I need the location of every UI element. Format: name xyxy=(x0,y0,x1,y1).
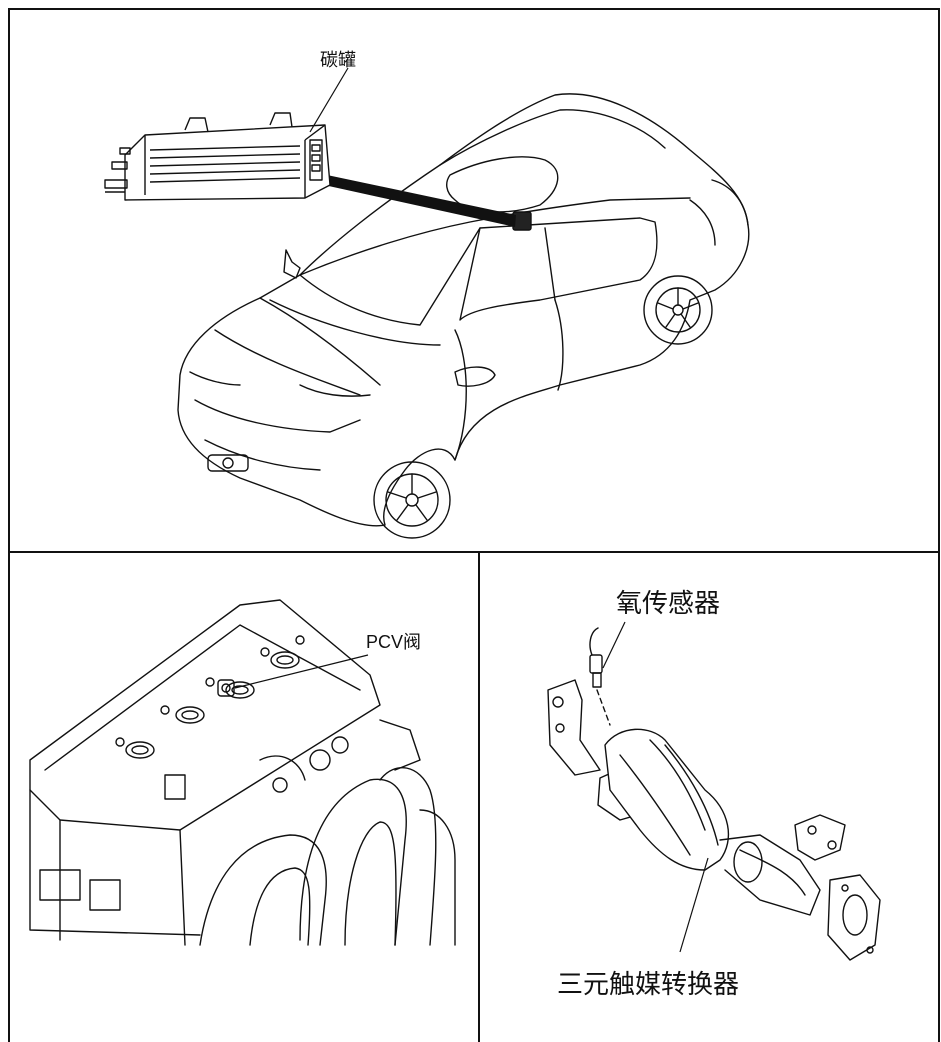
canister-label: 碳罐 xyxy=(320,50,356,71)
engine-illustration xyxy=(29,599,456,946)
oxygen-sensor-leader xyxy=(602,621,626,669)
catalytic-converter-illustration xyxy=(547,627,881,961)
panel-borders xyxy=(8,8,940,1042)
car-illustration xyxy=(177,93,750,539)
location-pointer xyxy=(315,175,516,227)
carbon-canister-illustration xyxy=(104,112,331,201)
pcv-valve-label: PCV阀 xyxy=(366,632,422,652)
pcv-leader xyxy=(234,654,369,689)
canister-leader xyxy=(309,67,349,133)
catalytic-converter-label: 三元触媒转换器 xyxy=(557,970,740,1000)
catalytic-converter-leader xyxy=(679,857,709,953)
oxygen-sensor-label: 氧传感器 xyxy=(616,589,721,619)
